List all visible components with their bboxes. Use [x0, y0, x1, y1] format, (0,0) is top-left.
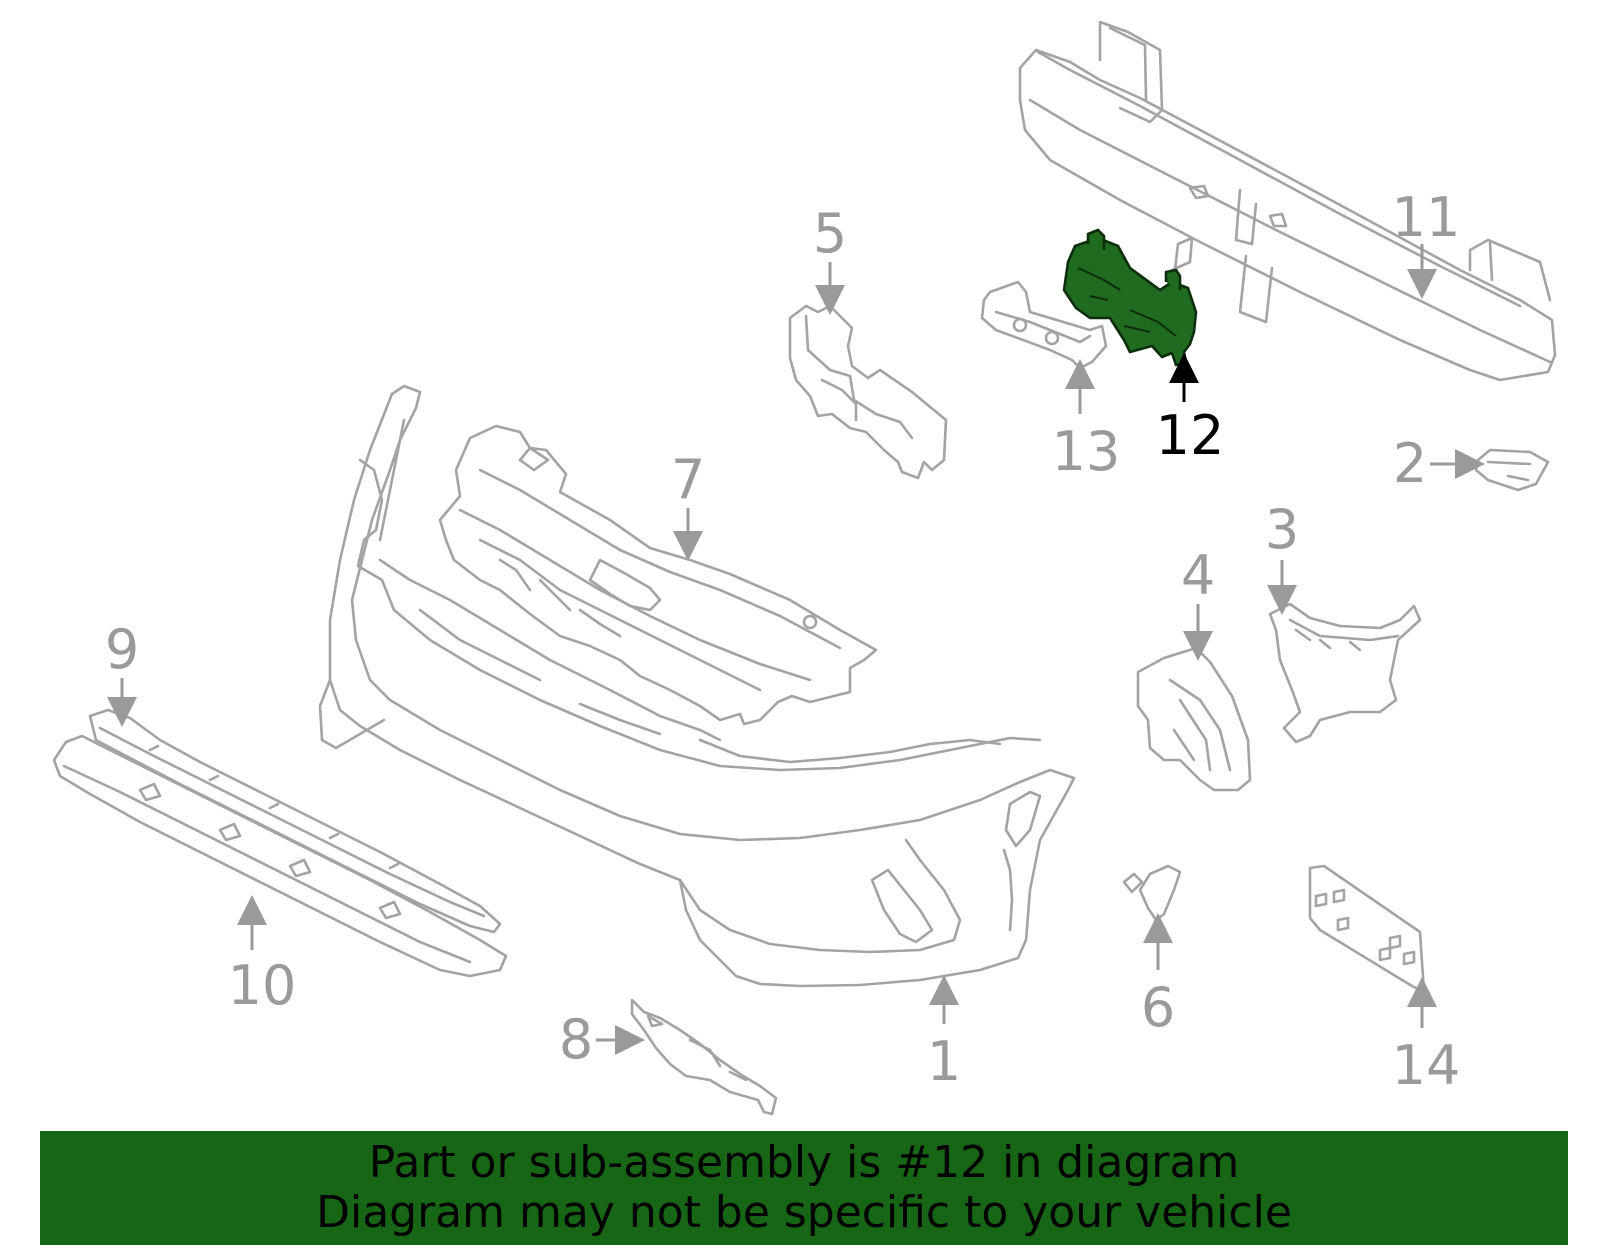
callout-3: 3 — [1265, 498, 1299, 561]
part-14-plate-bracket — [1308, 864, 1426, 994]
callout-5: 5 — [813, 202, 847, 265]
part-8-bracket — [630, 998, 778, 1116]
callout-2: 2 — [1393, 432, 1427, 495]
part-2-bracket — [1474, 448, 1550, 492]
part-10-molding — [52, 734, 508, 978]
part-11-reinforcement-beam — [1018, 20, 1557, 382]
callout-11: 11 — [1392, 186, 1461, 249]
callout-labels: 1 2 3 4 5 6 7 8 9 10 11 12 13 14 — [105, 186, 1461, 1097]
part-4-bracket — [1136, 646, 1252, 792]
part-6-clip — [1122, 864, 1182, 922]
callout-4: 4 — [1181, 544, 1215, 607]
part-7-grille-panel — [438, 424, 878, 726]
part-1-bumper-cover — [318, 384, 1076, 988]
callout-13: 13 — [1052, 420, 1121, 483]
callout-7: 7 — [671, 448, 705, 511]
part-3-bracket — [1268, 602, 1422, 744]
callout-1: 1 — [927, 1030, 961, 1093]
callout-8: 8 — [559, 1008, 593, 1071]
part-13-bracket — [980, 280, 1108, 370]
leader-arrows — [107, 244, 1485, 1055]
callout-9: 9 — [105, 618, 139, 681]
callout-12: 12 — [1156, 404, 1225, 467]
info-banner: Part or sub-assembly is #12 in diagram D… — [40, 1131, 1568, 1245]
banner-line-2: Diagram may not be specific to your vehi… — [316, 1187, 1292, 1238]
banner-line-1: Part or sub-assembly is #12 in diagram — [368, 1137, 1240, 1188]
part-5-bracket — [788, 304, 948, 480]
callout-14: 14 — [1392, 1034, 1461, 1097]
callout-6: 6 — [1141, 976, 1175, 1039]
callout-10: 10 — [228, 954, 297, 1017]
